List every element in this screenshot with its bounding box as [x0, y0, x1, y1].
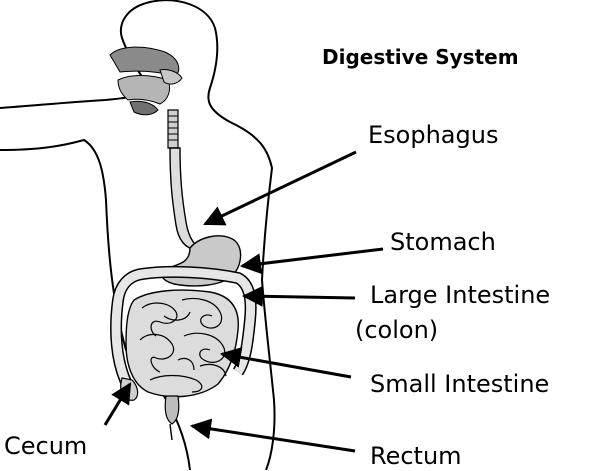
diagram-title: Digestive System: [322, 47, 519, 67]
rectum-label: Rectum: [370, 444, 462, 468]
large-intestine-label: Large Intestine: [370, 283, 550, 307]
large-intestine-arrow: [244, 296, 355, 298]
head-shading: [110, 47, 182, 115]
esophagus-shape: [170, 148, 202, 250]
small-intestine-label: Small Intestine: [370, 372, 549, 396]
esophagus-arrow: [205, 152, 356, 224]
colon-label: (colon): [355, 318, 438, 342]
esophagus-label: Esophagus: [368, 123, 498, 147]
stomach-label: Stomach: [390, 230, 496, 254]
cecum-arrow: [105, 384, 130, 425]
cecum-label: Cecum: [4, 434, 87, 458]
